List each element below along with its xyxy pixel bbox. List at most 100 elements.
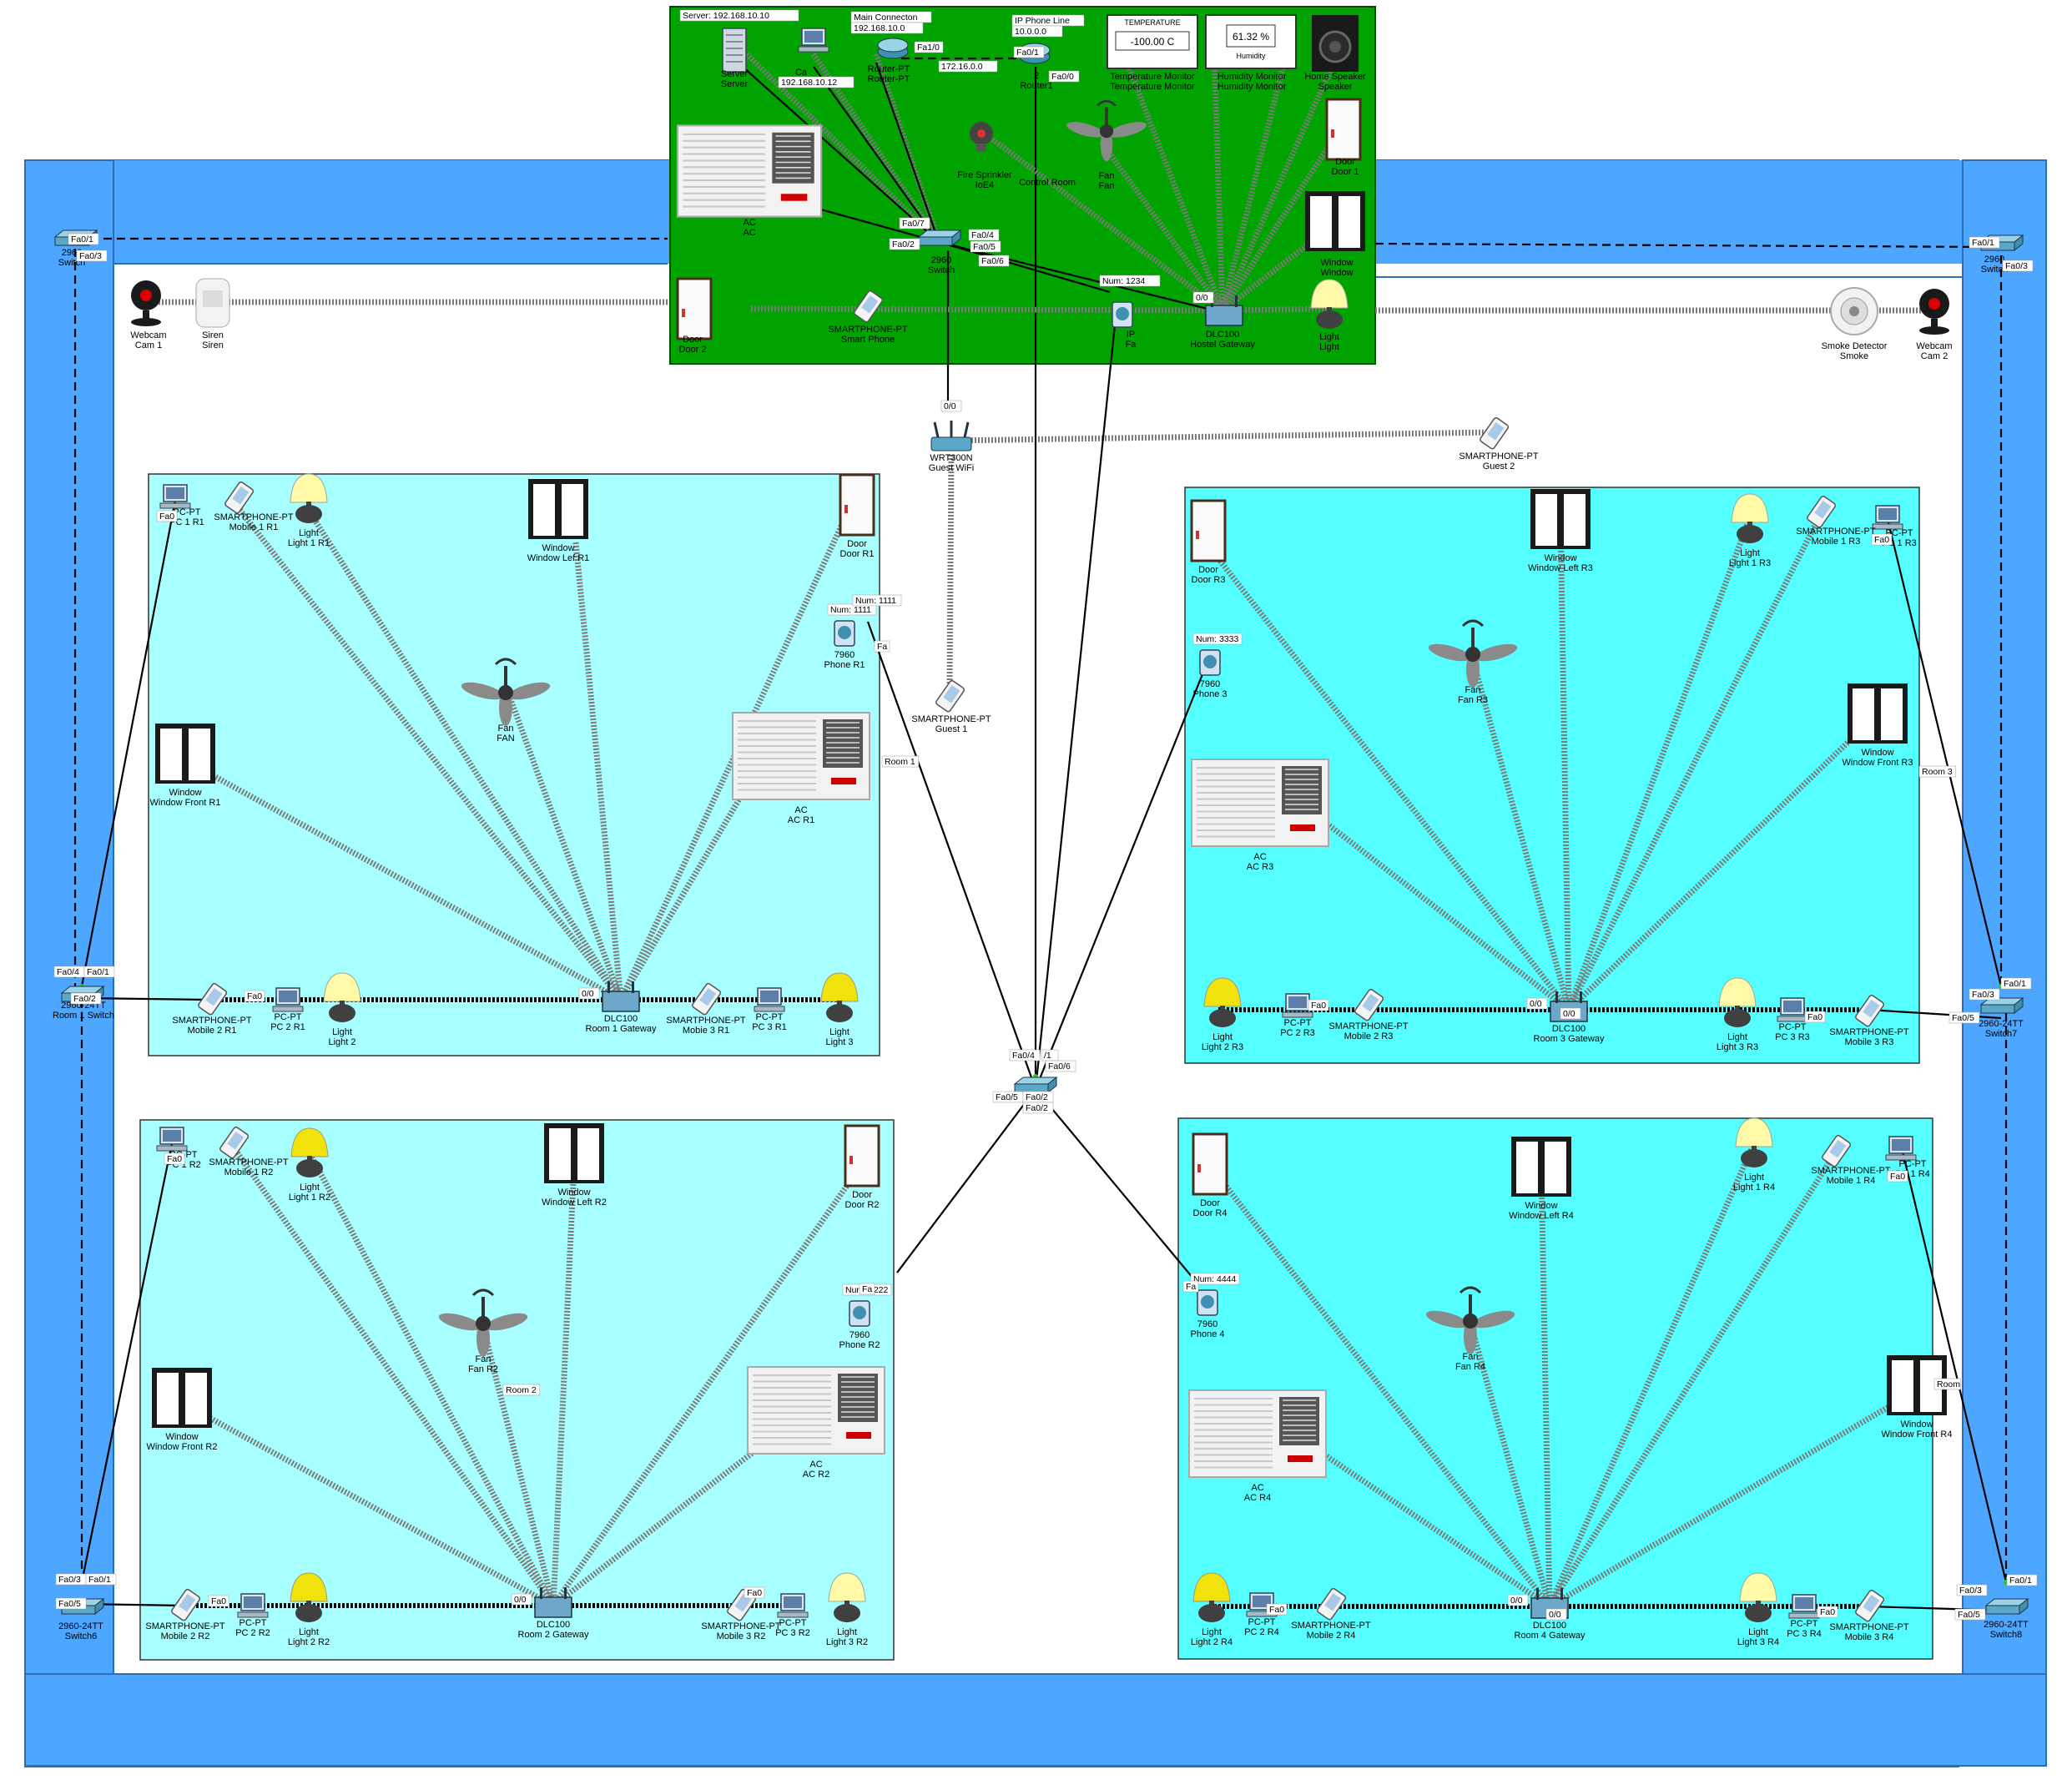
fire-sprinkler-icon[interactable]	[970, 122, 993, 152]
fan-icon[interactable]	[1424, 1286, 1516, 1354]
room4-switch-icon[interactable]	[1984, 1597, 2029, 1616]
fan-icon[interactable]	[437, 1288, 529, 1357]
camera-pc-icon[interactable]	[798, 28, 829, 53]
room3-switch-icon[interactable]	[1979, 996, 2024, 1015]
router1-port-a-text: Fa0/1	[1016, 48, 1039, 58]
pc-3-icon[interactable]	[777, 1593, 809, 1618]
control-window-icon[interactable]	[1305, 191, 1365, 251]
ip-phone-icon[interactable]	[849, 1300, 870, 1327]
control-ac-icon[interactable]	[676, 124, 823, 218]
control-door2-icon[interactable]	[676, 277, 713, 340]
ac-unit-icon[interactable]	[747, 1366, 885, 1455]
pc-1-icon[interactable]	[1872, 505, 1903, 530]
pc-2-icon[interactable]	[237, 1593, 269, 1618]
wireless-link-room4	[1467, 1322, 1553, 1607]
light-3-icon[interactable]	[820, 972, 859, 1022]
pc-2-icon[interactable]	[272, 987, 304, 1012]
camera-ip-tag-text: 192.168.10.12	[781, 78, 837, 88]
pc-1-icon[interactable]	[1885, 1136, 1917, 1161]
light-1-icon[interactable]	[290, 1127, 329, 1177]
ip-phone-icon[interactable]	[834, 620, 855, 647]
pc-3-icon[interactable]	[754, 987, 785, 1012]
core-switch-icon[interactable]	[1013, 1076, 1058, 1094]
main-connection-net: 192.168.10.0	[850, 22, 924, 34]
home-speaker-icon[interactable]	[1312, 15, 1359, 72]
room4-pc2-port: Fa0	[1266, 1603, 1288, 1616]
door-icon[interactable]	[839, 473, 875, 537]
pc-3-icon[interactable]	[1788, 1594, 1820, 1619]
door-icon[interactable]	[1192, 1132, 1228, 1196]
room-gateway-icon[interactable]	[602, 981, 640, 1012]
window-front-icon[interactable]	[1848, 683, 1908, 744]
mobile-1-icon[interactable]	[219, 1126, 250, 1159]
mobile-2-icon[interactable]	[198, 982, 228, 1016]
control-light-icon[interactable]	[1310, 279, 1349, 329]
ac-unit-icon[interactable]	[1188, 1389, 1327, 1478]
window-left-icon[interactable]	[1530, 489, 1591, 549]
window-left-icon[interactable]	[1511, 1137, 1571, 1197]
siren-icon[interactable]	[195, 278, 230, 328]
temperature-monitor[interactable]	[1107, 14, 1198, 69]
ac-unit-icon[interactable]	[1191, 759, 1329, 847]
light-1-icon[interactable]	[1731, 493, 1769, 543]
guest-2-smartphone-icon[interactable]	[1480, 416, 1510, 450]
mobile-3-icon[interactable]	[1855, 994, 1885, 1027]
fan-icon[interactable]	[460, 658, 552, 726]
room-gateway-name-label: Room 2 Gateway	[518, 1630, 589, 1640]
control-ipphone-icon[interactable]	[1112, 301, 1133, 328]
light-2-icon[interactable]	[1192, 1572, 1231, 1622]
light-2-icon[interactable]	[323, 972, 361, 1022]
window-front-icon[interactable]	[155, 724, 215, 784]
router-icon[interactable]	[877, 38, 909, 59]
mobile-1-icon[interactable]	[224, 481, 255, 514]
window-left-icon[interactable]	[528, 479, 588, 539]
control-ipphone-type-label: IP	[1127, 330, 1135, 340]
control-fan-type-label: Fan	[1099, 171, 1115, 181]
window-front-name-label: Window Front R2	[147, 1442, 218, 1452]
room-gateway-icon[interactable]	[534, 1587, 572, 1618]
webcam-1-icon[interactable]	[131, 280, 161, 326]
light-1-icon[interactable]	[290, 473, 328, 523]
webcam-2-icon[interactable]	[1919, 289, 1949, 335]
control-switch-icon[interactable]	[917, 229, 962, 247]
pc-1-icon[interactable]	[159, 484, 191, 509]
fan-icon[interactable]	[1427, 619, 1519, 688]
door-icon[interactable]	[1190, 499, 1227, 562]
humidity-monitor[interactable]	[1205, 14, 1297, 69]
light-2-icon[interactable]	[1203, 977, 1242, 1027]
server-icon[interactable]	[722, 28, 747, 73]
pc-1-icon[interactable]	[156, 1127, 188, 1152]
mobile-3-icon[interactable]	[692, 982, 722, 1016]
fan-type-label: Fan	[1465, 685, 1481, 695]
light-2-icon[interactable]	[290, 1572, 328, 1622]
mobile-2-icon[interactable]	[171, 1588, 201, 1621]
mobile-2-icon[interactable]	[1354, 988, 1384, 1021]
guest-1-smartphone-icon[interactable]	[935, 679, 965, 713]
core-port-fa02b: Fa0/2	[1022, 1102, 1054, 1114]
window-left-name-label: Window Left R4	[1509, 1211, 1574, 1221]
mobile-2-icon[interactable]	[1317, 1587, 1347, 1621]
light-1-icon[interactable]	[1735, 1117, 1773, 1167]
ac-unit-icon[interactable]	[732, 712, 870, 800]
window-left-icon[interactable]	[544, 1123, 604, 1183]
switch-to-pc1-r3	[1886, 518, 2003, 987]
window-front-icon[interactable]	[152, 1368, 212, 1428]
guest-wifi-router-icon[interactable]	[930, 421, 972, 451]
control-smartphone-icon[interactable]	[854, 290, 884, 323]
control-fan-icon[interactable]	[1065, 99, 1147, 162]
door-icon[interactable]	[844, 1124, 880, 1188]
mobile-1-icon[interactable]	[1822, 1134, 1852, 1167]
pc-2-icon[interactable]	[1282, 993, 1313, 1018]
smoke-detector-icon[interactable]	[1830, 287, 1878, 335]
door-name-label: Door R3	[1192, 575, 1226, 585]
light-3-icon[interactable]	[1718, 977, 1757, 1027]
ip-phone-icon[interactable]	[1197, 1289, 1218, 1316]
mobile-1-icon[interactable]	[1807, 495, 1837, 528]
light-3-icon[interactable]	[1739, 1572, 1777, 1622]
light-3-icon[interactable]	[828, 1572, 866, 1622]
ip-phone-icon[interactable]	[1199, 649, 1221, 676]
pc-3-icon[interactable]	[1777, 997, 1808, 1022]
control-door-icon[interactable]	[1325, 98, 1362, 161]
hostel-gateway-icon[interactable]	[1205, 295, 1243, 326]
mobile-3-icon[interactable]	[1855, 1589, 1885, 1622]
